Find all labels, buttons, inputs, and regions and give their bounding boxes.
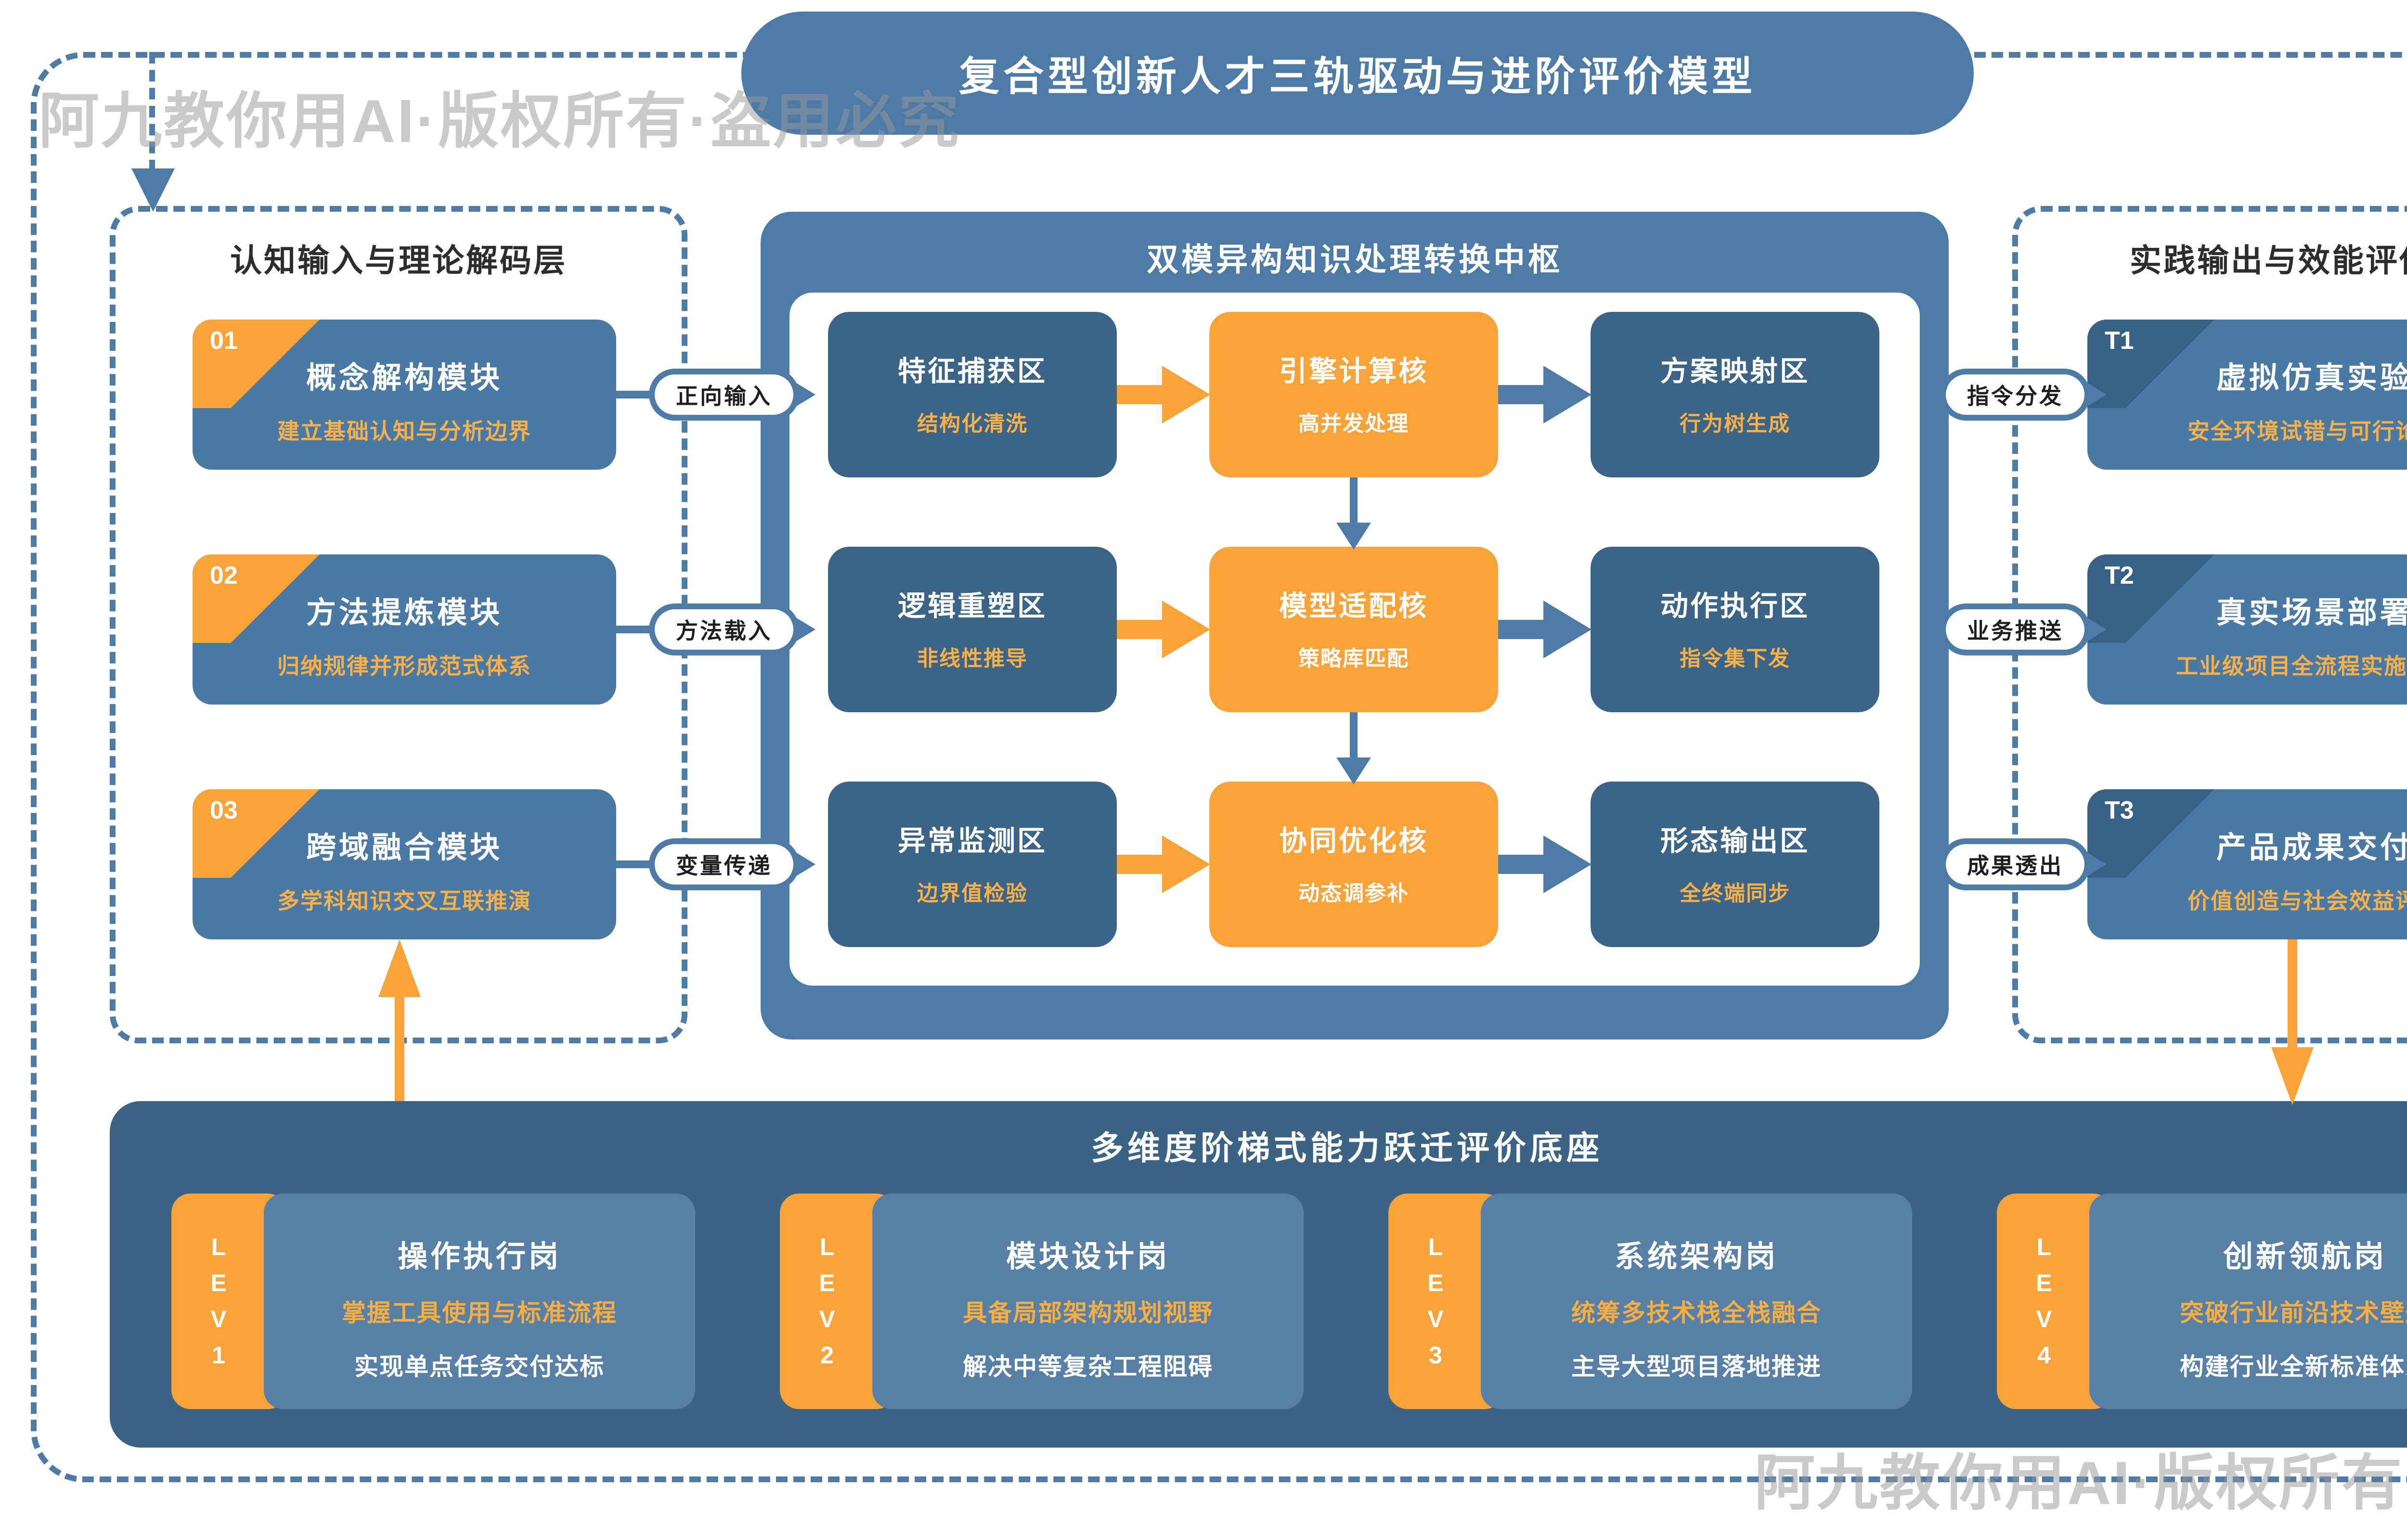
watermark-bottom-right: 阿九教你用AI·版权所有·盗用必究 <box>1754 1449 2407 1517</box>
level-card-1: LEV1 操作执行岗 掌握工具使用与标准流程 实现单点任务交付达标 <box>171 1194 695 1409</box>
grid-r1-right: 方案映射区 行为树生成 <box>1591 312 1879 477</box>
pill-result-out: 成果透出 <box>1940 838 2107 890</box>
grid-r3-left: 异常监测区 边界值检验 <box>828 782 1117 947</box>
level-card-3-line1: 统筹多技术栈全栈融合 <box>1571 1299 1822 1326</box>
arrow-right-card3-to-banner <box>2288 939 2297 1051</box>
arrowhead-banner-to-left-card3-icon <box>378 939 421 997</box>
left-card-2-subtitle: 归纳规律并形成范式体系 <box>277 654 531 679</box>
level-card-1-title: 操作执行岗 <box>397 1240 561 1273</box>
level-card-4-line2: 构建行业全新标准体系 <box>2180 1353 2407 1380</box>
grid-r2-core: 模型适配核 策略库匹配 <box>1209 547 1498 712</box>
pill-command-dispatch: 指令分发 <box>1940 369 2107 421</box>
level-card-4-line1: 突破行业前沿技术壁垒 <box>2180 1299 2407 1326</box>
diagram-title-bubble: 复合型创新人才三轨驱动与进阶评价模型 <box>741 12 1974 135</box>
grid-r2-left: 逻辑重塑区 非线性推导 <box>828 547 1117 712</box>
left-card-1-subtitle: 建立基础认知与分析边界 <box>277 419 531 444</box>
right-layer-header: 实践输出与效能评估层 <box>2130 243 2407 278</box>
arrowhead-r3-left-to-core-icon <box>1162 835 1210 893</box>
right-card-1-title: 虚拟仿真实验 <box>2216 361 2407 395</box>
pill-variable-pass: 变量传递 <box>649 838 815 890</box>
top-left-arrowhead-icon <box>131 168 175 212</box>
grid-r3-core: 协同优化核 动态调参补 <box>1209 782 1498 947</box>
left-card-1-title: 概念解构模块 <box>306 361 503 395</box>
level-card-3-line2: 主导大型项目落地推进 <box>1571 1353 1822 1380</box>
arrowhead-r2-core-to-right-icon <box>1543 601 1592 658</box>
pill-business-push: 业务推送 <box>1940 603 2107 655</box>
top-left-dashed-connector <box>149 52 155 171</box>
level-card-2-line1: 具备局部架构规划视野 <box>963 1299 1213 1326</box>
diagram-title: 复合型创新人才三轨驱动与进阶评价模型 <box>958 53 1756 99</box>
left-card-3-title: 跨域融合模块 <box>306 831 503 864</box>
arrowhead-r2-left-to-core-icon <box>1162 601 1210 658</box>
level-card-1-line1: 掌握工具使用与标准流程 <box>342 1299 617 1326</box>
right-card-3-subtitle: 价值创造与社会效益评估 <box>2187 888 2407 913</box>
left-card-3-subtitle: 多学科知识交叉互联推演 <box>277 888 531 913</box>
level-card-4: LEV4 创新领航岗 突破行业前沿技术壁垒 构建行业全新标准体系 <box>1997 1194 2407 1409</box>
grid-r3-right: 形态输出区 全终端同步 <box>1591 782 1879 947</box>
arrowhead-right-card3-to-banner-icon <box>2271 1047 2314 1105</box>
arrow-r3-core-to-right <box>1498 855 1546 874</box>
pill-forward-input: 正向输入 <box>649 369 815 421</box>
arrowhead-r3-core-to-right-icon <box>1543 835 1592 893</box>
left-card-3: 03 跨域融合模块 多学科知识交叉互联推演 <box>193 789 616 939</box>
arrowhead-core2-to-core3-icon <box>1336 757 1371 784</box>
arrowhead-core1-to-core2-icon <box>1336 523 1371 550</box>
right-card-3-title: 产品成果交付 <box>2216 831 2407 864</box>
left-card-2-title: 方法提炼模块 <box>306 596 503 629</box>
right-card-2: T2 真实场景部署 工业级项目全流程实施验证 <box>2087 554 2407 705</box>
grid-r1-core: 引擎计算核 高并发处理 <box>1209 312 1498 477</box>
level-card-1-line2: 实现单点任务交付达标 <box>354 1353 605 1380</box>
right-card-3: T3 产品成果交付 价值创造与社会效益评估 <box>2087 789 2407 939</box>
level-card-3: LEV3 系统架构岗 统筹多技术栈全栈融合 主导大型项目落地推进 <box>1388 1194 1912 1409</box>
watermark-top-left: 阿九教你用AI·版权所有·盗用必究 <box>39 87 961 155</box>
center-hub-header: 双模异构知识处理转换中枢 <box>1147 242 1563 277</box>
bottom-banner-header: 多维度阶梯式能力跃迁评价底座 <box>1090 1130 1603 1167</box>
right-card-1-subtitle: 安全环境试错与可行论证 <box>2187 419 2407 444</box>
left-layer-header: 认知输入与理论解码层 <box>230 243 567 278</box>
left-card-1: 01 概念解构模块 建立基础认知与分析边界 <box>193 320 616 470</box>
arrow-r3-left-to-core <box>1117 855 1165 874</box>
level-card-2-title: 模块设计岗 <box>1006 1240 1170 1273</box>
right-card-1: T1 虚拟仿真实验 安全环境试错与可行论证 <box>2087 320 2407 470</box>
arrow-core1-to-core2 <box>1350 477 1358 526</box>
right-card-2-title: 真实场景部署 <box>2216 596 2407 629</box>
left-card-2: 02 方法提炼模块 归纳规律并形成范式体系 <box>193 554 616 705</box>
arrow-r2-core-to-right <box>1498 620 1546 639</box>
arrow-r2-left-to-core <box>1117 620 1165 639</box>
level-card-4-title: 创新领航岗 <box>2223 1240 2387 1273</box>
arrow-core2-to-core3 <box>1350 712 1358 760</box>
level-card-2-line2: 解决中等复杂工程阻碍 <box>963 1353 1213 1380</box>
pill-method-load: 方法载入 <box>649 603 815 655</box>
arrowhead-r1-core-to-right-icon <box>1543 366 1592 424</box>
arrow-r1-core-to-right <box>1498 385 1546 404</box>
grid-r2-right: 动作执行区 指令集下发 <box>1591 547 1879 712</box>
arrowhead-r1-left-to-core-icon <box>1162 366 1210 424</box>
grid-r1-left: 特征捕获区 结构化清洗 <box>828 312 1117 477</box>
arrow-r1-left-to-core <box>1117 385 1165 404</box>
level-card-3-title: 系统架构岗 <box>1614 1240 1778 1273</box>
arrow-banner-to-left-card3 <box>395 993 404 1101</box>
right-card-2-subtitle: 工业级项目全流程实施验证 <box>2176 654 2407 679</box>
level-card-2: LEV2 模块设计岗 具备局部架构规划视野 解决中等复杂工程阻碍 <box>780 1194 1304 1409</box>
